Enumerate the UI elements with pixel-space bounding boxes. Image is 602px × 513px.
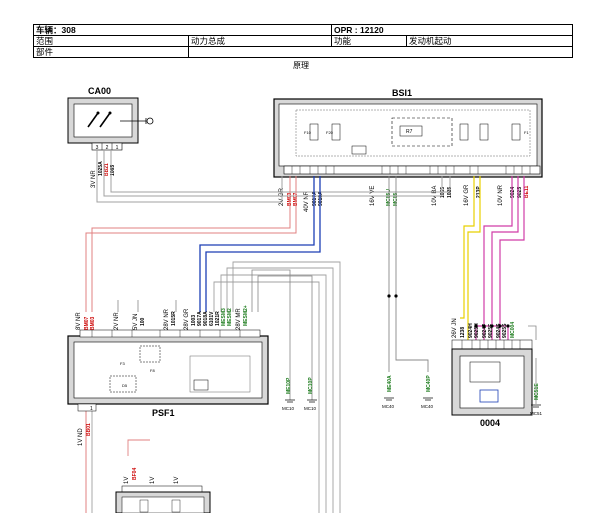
svg-text:MC40: MC40	[382, 404, 395, 409]
svg-text:1: 1	[90, 406, 93, 412]
svg-text:2V NR: 2V NR	[114, 312, 120, 330]
svg-text:9025F: 9025F	[488, 324, 494, 338]
svg-text:28V MR: 28V MR	[236, 308, 242, 330]
svg-text:8V NR: 8V NR	[76, 312, 82, 330]
svg-text:BE11: BE11	[524, 186, 530, 198]
svg-text:ME10P: ME10P	[286, 377, 292, 394]
bottom-fuse-box: 1V BF04 1V 1V	[115, 468, 211, 513]
svg-text:MESM3: MESM3	[221, 308, 227, 326]
psf1-title: PSF1	[152, 408, 175, 418]
svg-text:1V: 1V	[150, 477, 156, 484]
ca00-title: CA00	[88, 86, 111, 96]
mc10-ground-group: ME10P MC10P MC10 MC10	[282, 377, 317, 411]
svg-text:R7: R7	[406, 129, 413, 135]
svg-text:2: 2	[106, 145, 109, 151]
svg-text:1V: 1V	[174, 477, 180, 484]
svg-text:9025S: 9025S	[502, 323, 508, 338]
svg-text:MC40P: MC40P	[426, 375, 432, 392]
ground-icon	[285, 399, 317, 403]
svg-text:1003: 1003	[191, 315, 197, 326]
svg-text:9024S: 9024S	[496, 323, 502, 338]
wire-routes	[85, 150, 537, 513]
svg-text:10V NR: 10V NR	[498, 184, 504, 206]
svg-text:1021R: 1021R	[215, 311, 221, 326]
key-icon	[145, 117, 154, 125]
svg-text:1065: 1065	[110, 165, 116, 176]
part-value	[188, 46, 573, 58]
svg-text:BM07: BM07	[84, 316, 90, 330]
svg-text:F1: F1	[524, 130, 529, 135]
svg-text:MC51E: MC51E	[534, 383, 540, 400]
svg-text:F10: F10	[304, 130, 312, 135]
svg-text:MESM2+: MESM2+	[243, 305, 249, 326]
svg-text:1V: 1V	[124, 477, 130, 484]
svg-text:MC51: MC51	[530, 411, 543, 416]
ground-icon	[531, 404, 541, 408]
bsi1-title: BSI1	[392, 88, 412, 98]
svg-text:100: 100	[140, 317, 146, 326]
svg-text:9025: 9025	[517, 187, 523, 198]
svg-text:9025H: 9025H	[474, 323, 480, 338]
svg-text:MC10: MC10	[304, 406, 317, 411]
svg-text:1238: 1238	[460, 327, 466, 338]
svg-text:28V NR: 28V NR	[164, 308, 170, 330]
svg-text:16V GR: 16V GR	[464, 184, 470, 206]
svg-text:1: 1	[116, 145, 119, 151]
svg-text:213P: 213P	[476, 186, 482, 198]
svg-text:F8: F8	[150, 368, 155, 373]
c0004-title: 0004	[480, 418, 500, 428]
svg-text:9024H: 9024H	[468, 323, 474, 338]
svg-text:MESM2: MESM2	[227, 308, 233, 326]
svg-text:3: 3	[96, 145, 99, 151]
svg-text:F20: F20	[326, 130, 334, 135]
ca00-wire-label: 3V NR	[91, 170, 97, 188]
svg-text:9017A: 9017A	[197, 311, 203, 326]
svg-text:6101V: 6101V	[209, 311, 215, 326]
ca00-component: CA00 3 2 1 3V NR 1025A BB21 1065	[67, 86, 154, 188]
bsi1-component: BSI1 R7 F10 F20 F1 2V GR BM03	[273, 88, 543, 212]
svg-text:1015R: 1015R	[171, 311, 177, 326]
svg-text:D5: D5	[122, 383, 128, 388]
part-label: 部件	[33, 46, 189, 58]
header-table: 车辆：308 OPR : 12120 范围 动力总成 功能 发动机起动 部件	[33, 24, 573, 58]
svg-text:MC10: MC10	[282, 406, 295, 411]
svg-text:MC40: MC40	[421, 404, 434, 409]
diagram-subtitle: 原理	[293, 61, 309, 70]
svg-text:MC004: MC004	[510, 322, 516, 338]
svg-text:9018A: 9018A	[318, 191, 324, 206]
ground-icon	[384, 397, 433, 401]
svg-text:9024: 9024	[510, 187, 516, 198]
svg-text:40V NR: 40V NR	[304, 190, 310, 212]
svg-text:1V ND: 1V ND	[78, 428, 84, 446]
svg-text:BM03: BM03	[90, 316, 96, 330]
svg-text:26V JN: 26V JN	[452, 318, 458, 338]
svg-text:9018A: 9018A	[203, 311, 209, 326]
svg-text:9017A: 9017A	[312, 191, 318, 206]
svg-text:BB01: BB01	[86, 423, 92, 436]
mc51-ground-group: MC51E MC51	[530, 383, 543, 416]
svg-text:BB21: BB21	[104, 163, 110, 176]
svg-text:MC10P: MC10P	[308, 377, 314, 394]
svg-text:1025A: 1025A	[98, 161, 104, 176]
svg-text:9024F: 9024F	[482, 324, 488, 338]
c0004-component: 0004 26V JN 1238 9024H 9025H 9024F 9025F…	[451, 318, 533, 428]
svg-text:F3: F3	[120, 361, 125, 366]
svg-text:5V JN: 5V JN	[133, 314, 139, 330]
svg-text:28V GR: 28V GR	[184, 308, 190, 330]
svg-text:ME40A: ME40A	[387, 375, 393, 392]
psf1-component: F3 F8 D5 PSF1 8V NR BM07 BM03 2V NR 5V J…	[67, 305, 269, 446]
svg-text:BF04: BF04	[132, 468, 138, 480]
mc40-ground-group: ME40A MC40P MC40 MC40	[382, 375, 434, 409]
